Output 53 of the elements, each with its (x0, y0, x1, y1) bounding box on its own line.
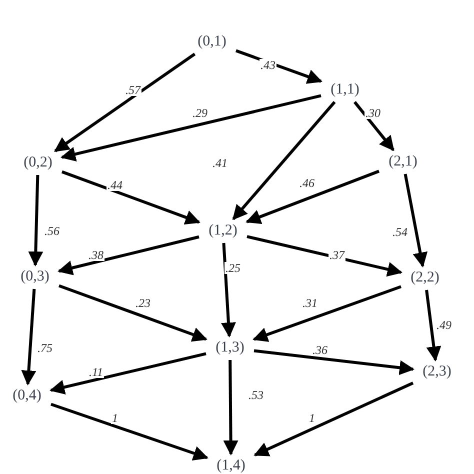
edge-label: .41 (212, 157, 228, 169)
arrow (354, 101, 394, 152)
edge-label: .43 (260, 59, 276, 71)
arrow (28, 174, 44, 266)
node-label: (0,3) (20, 268, 50, 286)
node-label: (2,1) (388, 154, 418, 170)
arrow (58, 284, 208, 342)
arrow (50, 402, 208, 460)
edge-label: .25 (224, 262, 242, 274)
node-label: (1,2) (208, 222, 238, 240)
arrow (246, 170, 380, 224)
arrow (404, 174, 428, 268)
arrow (254, 349, 414, 376)
edge-label: .23 (134, 297, 152, 309)
arrow (223, 360, 238, 456)
edge-label: .37 (328, 249, 346, 261)
edge-label: .46 (298, 177, 316, 189)
edge-label: .56 (44, 225, 60, 237)
node-label: (0,4) (12, 388, 42, 404)
edge-label: .31 (302, 297, 318, 309)
node-label: (1,3) (216, 340, 244, 356)
arrow (252, 285, 402, 342)
arrow (232, 101, 336, 220)
edge-label: .11 (88, 366, 104, 378)
edge-label: .29 (192, 107, 208, 119)
node-label: (1,4) (216, 458, 246, 474)
edge-label: 1 (111, 412, 119, 424)
edge-label: .53 (248, 389, 264, 401)
arrow (58, 235, 200, 276)
edge-label: .57 (124, 84, 142, 96)
arrow (254, 382, 414, 456)
arrow (246, 235, 402, 277)
arrow (21, 288, 36, 386)
edge-label: .36 (312, 344, 328, 356)
edge-label: .30 (364, 107, 382, 119)
arrow (60, 94, 322, 162)
node-label: (2,2) (410, 270, 440, 286)
arrow (61, 170, 200, 225)
node-label: (0,1) (198, 34, 226, 50)
edge-label: .54 (392, 226, 408, 238)
node-label: (0,2) (24, 154, 52, 172)
node-label: (1,1) (330, 82, 360, 98)
edge-label: .49 (436, 319, 452, 331)
arrow (235, 49, 322, 84)
arrow (50, 352, 206, 395)
edge-label: .75 (36, 342, 54, 354)
arrow (425, 290, 442, 362)
edge-label: .38 (88, 249, 104, 261)
arrow (221, 242, 236, 338)
edge-label: .44 (106, 179, 124, 191)
node-label: (2,3) (422, 364, 452, 380)
arrow (54, 52, 196, 152)
edge-label: 1 (308, 412, 316, 424)
